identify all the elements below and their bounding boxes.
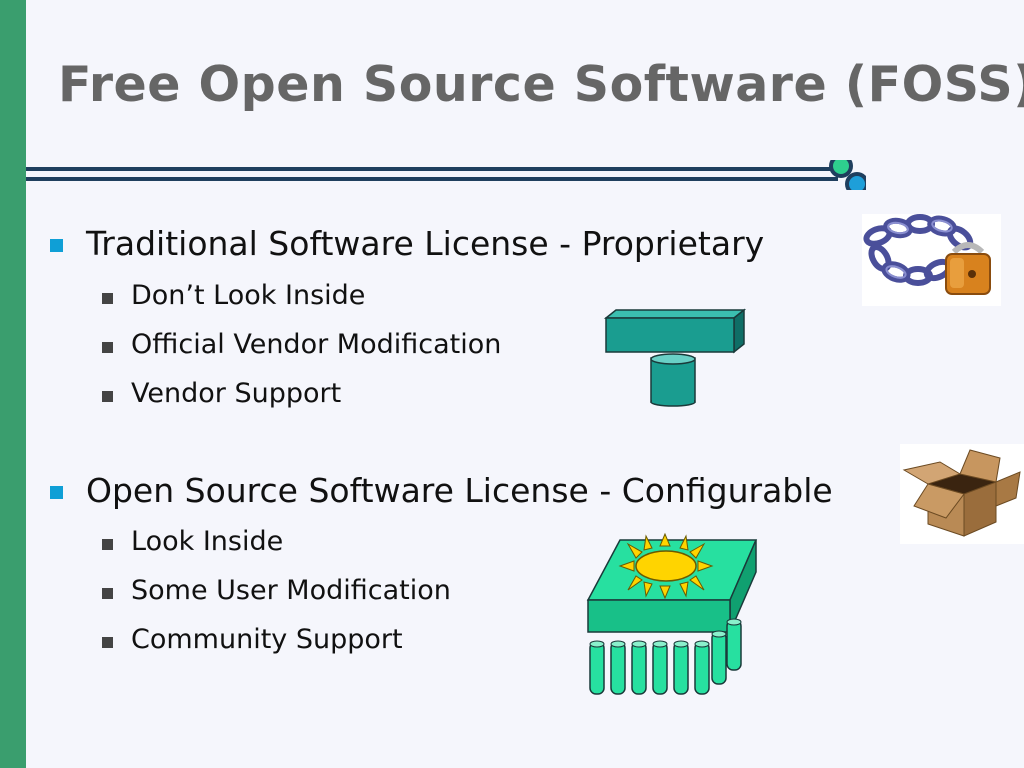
sub-bullet-marker bbox=[102, 588, 113, 599]
section-heading-proprietary: Traditional Software License - Proprieta… bbox=[86, 224, 765, 263]
section-heading-open-source: Open Source Software License - Configura… bbox=[86, 471, 833, 510]
list-item: Community Support bbox=[131, 624, 403, 655]
sub-bullet-marker bbox=[102, 293, 113, 304]
list-item: Some User Modification bbox=[131, 575, 451, 606]
bullet-marker bbox=[50, 486, 63, 499]
sub-bullet-marker bbox=[102, 539, 113, 550]
left-accent-bar bbox=[0, 0, 26, 768]
slide-title: Free Open Source Software (FOSS) bbox=[58, 56, 1024, 113]
list-item: Don’t Look Inside bbox=[131, 280, 366, 311]
sub-bullet-marker bbox=[102, 637, 113, 648]
open-block-icon bbox=[586, 532, 758, 695]
list-item: Official Vendor Modification bbox=[131, 329, 502, 360]
sub-bullet-marker bbox=[102, 391, 113, 402]
list-item: Vendor Support bbox=[131, 378, 342, 409]
open-box-icon bbox=[900, 444, 1024, 544]
chain-padlock-icon bbox=[862, 214, 1001, 306]
list-item: Look Inside bbox=[131, 526, 284, 557]
bullet-marker bbox=[50, 239, 63, 252]
sub-bullet-marker bbox=[102, 342, 113, 353]
title-divider bbox=[26, 160, 866, 190]
closed-block-icon bbox=[603, 308, 747, 407]
